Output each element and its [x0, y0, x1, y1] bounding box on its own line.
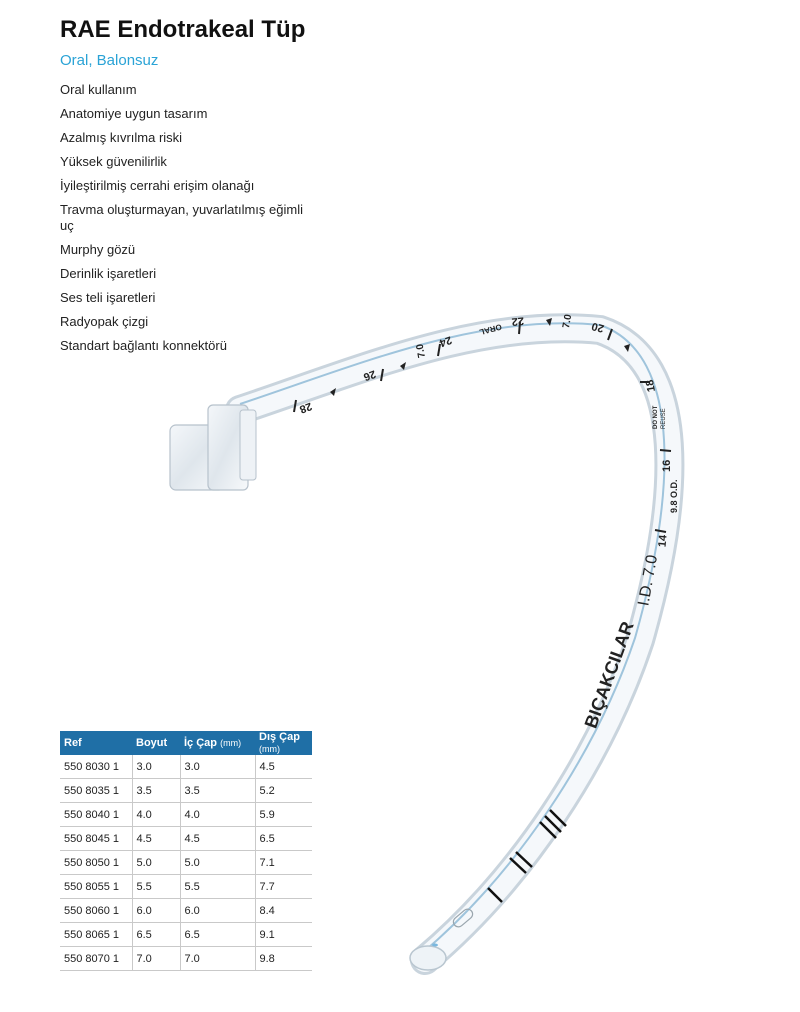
tube-tip [409, 945, 447, 971]
cell-size: 3.5 [132, 778, 181, 803]
table-row: 550 8035 1 3.5 3.5 5.2 [60, 778, 312, 803]
cell-ref: 550 8070 1 [60, 946, 133, 971]
size-mark-top: 7.0 [415, 343, 428, 359]
specification-table: Ref Boyut İç Çap (mm) Dış Çap (mm) 550 8… [60, 731, 312, 971]
cell-inner: 7.0 [180, 946, 256, 971]
table-header-row: Ref Boyut İç Çap (mm) Dış Çap (mm) [60, 731, 312, 755]
cell-outer: 5.9 [255, 802, 312, 827]
cell-size: 4.5 [132, 826, 181, 851]
feature-item: Ses teli işaretleri [60, 290, 156, 305]
cell-inner: 4.0 [180, 802, 256, 827]
cell-ref: 550 8035 1 [60, 778, 133, 803]
cell-size: 5.5 [132, 874, 181, 899]
cell-ref: 550 8050 1 [60, 850, 133, 875]
cell-size: 3.0 [132, 755, 181, 779]
feature-item: Murphy gözü [60, 242, 136, 257]
cell-outer: 4.5 [255, 755, 312, 779]
od-mark: 9.8 O.D. [669, 479, 679, 513]
endotracheal-tube-image: 28 26 24 22 20 18 16 14 ORAL 7.0 7.0 DO … [169, 313, 685, 975]
cell-inner: 5.0 [180, 850, 256, 875]
depth-mark-20: 20 [590, 320, 605, 335]
table-row: 550 8040 1 4.0 4.0 5.9 [60, 802, 312, 827]
cell-inner: 6.0 [180, 898, 256, 923]
depth-mark-14: 14 [656, 533, 669, 547]
col-header-outer-diameter: Dış Çap (mm) [255, 731, 312, 755]
table-row: 550 8055 1 5.5 5.5 7.7 [60, 874, 312, 899]
depth-mark-18: 18 [644, 379, 658, 393]
cell-outer: 9.8 [255, 946, 312, 971]
col-header-ref: Ref [60, 731, 132, 755]
cell-inner: 3.0 [180, 755, 256, 779]
cell-inner: 6.5 [180, 922, 256, 947]
cell-ref: 550 8040 1 [60, 802, 133, 827]
size-mark-right: 7.0 [561, 313, 574, 329]
cell-outer: 9.1 [255, 922, 312, 947]
feature-item: Anatomiye uygun tasarım [60, 106, 208, 121]
cell-ref: 550 8065 1 [60, 922, 133, 947]
feature-list: Oral kullanım Anatomiye uygun tasarım Az… [60, 82, 310, 362]
radiopaque-line [239, 322, 666, 956]
table-row: 550 8070 1 7.0 7.0 9.8 [60, 946, 312, 971]
cell-outer: 7.7 [255, 874, 312, 899]
reuse-warning-2: REUSE [661, 408, 667, 429]
cell-ref: 550 8045 1 [60, 826, 133, 851]
feature-item: Standart bağlantı konnektörü [60, 338, 227, 353]
depth-mark-28: 28 [298, 400, 314, 415]
table-row: 550 8050 1 5.0 5.0 7.1 [60, 850, 312, 875]
cell-outer: 5.2 [255, 778, 312, 803]
cell-ref: 550 8060 1 [60, 898, 133, 923]
cell-size: 6.0 [132, 898, 181, 923]
depth-mark-16: 16 [661, 460, 673, 472]
feature-item: Yüksek güvenilirlik [60, 154, 167, 169]
product-title: RAE Endotrakeal Tüp [60, 16, 306, 43]
murphy-eye [452, 908, 474, 928]
cell-ref: 550 8055 1 [60, 874, 133, 899]
cell-size: 7.0 [132, 946, 181, 971]
feature-item: İyileştirilmiş cerrahi erişim olanağı [60, 178, 255, 193]
table-row: 550 8060 1 6.0 6.0 8.4 [60, 898, 312, 923]
cell-size: 4.0 [132, 802, 181, 827]
feature-item: Azalmış kıvrılma riski [60, 130, 183, 145]
cell-inner: 4.5 [180, 826, 256, 851]
reuse-warning-1: DO NOT [653, 405, 659, 429]
feature-item: Derinlik işaretleri [60, 266, 157, 281]
feature-item: Travma oluşturmayan, yuvarlatılmış eğiml… [60, 202, 303, 233]
depth-mark-24: 24 [437, 333, 453, 349]
table-row: 550 8045 1 4.5 4.5 6.5 [60, 826, 312, 851]
depth-mark-26: 26 [362, 367, 378, 382]
feature-item: Radyopak çizgi [60, 314, 149, 329]
cell-ref: 550 8030 1 [60, 755, 133, 779]
cell-inner: 3.5 [180, 778, 256, 803]
feature-item: Oral kullanım [60, 82, 137, 97]
connector [169, 404, 257, 491]
table-row: 550 8030 1 3.0 3.0 4.5 [60, 755, 312, 779]
col-header-inner-diameter: İç Çap (mm) [180, 731, 255, 755]
cell-outer: 7.1 [255, 850, 312, 875]
cell-size: 5.0 [132, 850, 181, 875]
cell-outer: 8.4 [255, 898, 312, 923]
product-subtitle: Oral, Balonsuz [60, 52, 159, 69]
table-row: 550 8065 1 6.5 6.5 9.1 [60, 922, 312, 947]
cell-outer: 6.5 [255, 826, 312, 851]
cell-inner: 5.5 [180, 874, 256, 899]
depth-mark-22: 22 [511, 314, 524, 327]
cell-size: 6.5 [132, 922, 181, 947]
col-header-size: Boyut [132, 731, 180, 755]
